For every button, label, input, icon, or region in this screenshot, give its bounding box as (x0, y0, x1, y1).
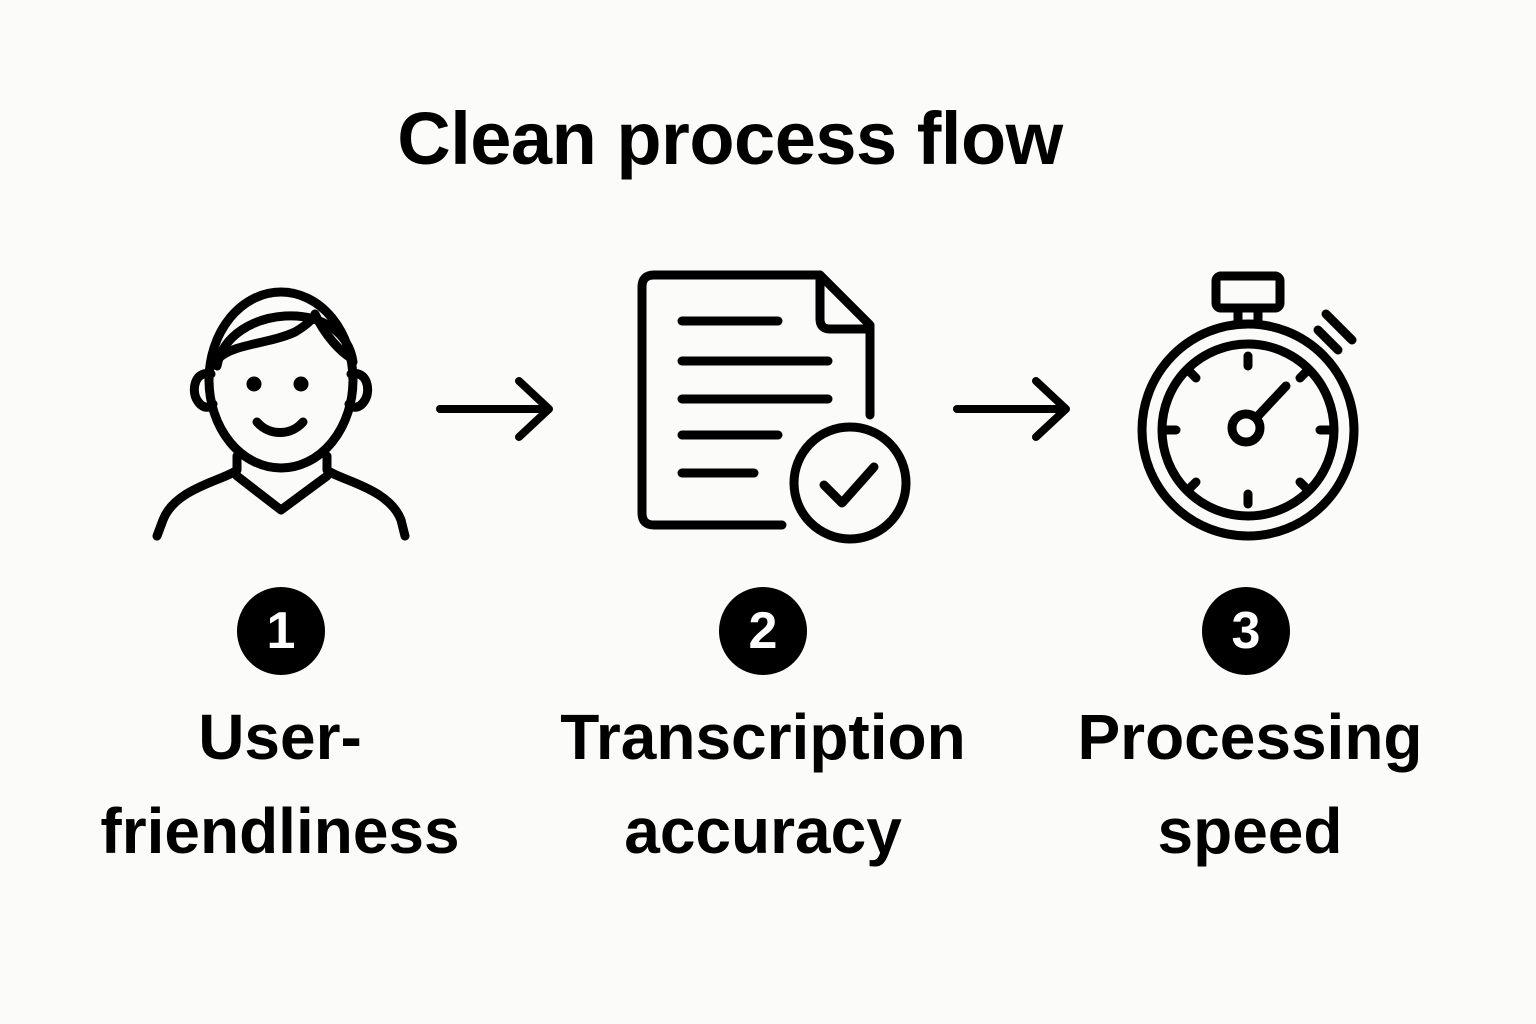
step-number-badge: 3 (1202, 587, 1290, 675)
arrow-right-icon (436, 377, 553, 441)
step-label: Transcription accuracy (543, 690, 983, 878)
step-label-line: User- (198, 701, 362, 773)
step-label-line: Transcription (560, 701, 966, 773)
step-label-line: Processing (1077, 701, 1423, 773)
step-label-line: friendliness (100, 795, 460, 867)
step-label: User- friendliness (80, 690, 480, 878)
user-icon (152, 287, 410, 541)
step-label-line: speed (1157, 795, 1343, 867)
step-label-line: accuracy (624, 795, 902, 867)
stopwatch-icon (1137, 271, 1359, 541)
arrow-right-icon (953, 377, 1070, 441)
step-number-badge: 2 (719, 587, 807, 675)
step-label: Processing speed (1050, 690, 1450, 878)
document-check-icon (637, 270, 911, 544)
step-number-badge: 1 (237, 587, 325, 675)
page-title: Clean process flow (397, 97, 1063, 180)
